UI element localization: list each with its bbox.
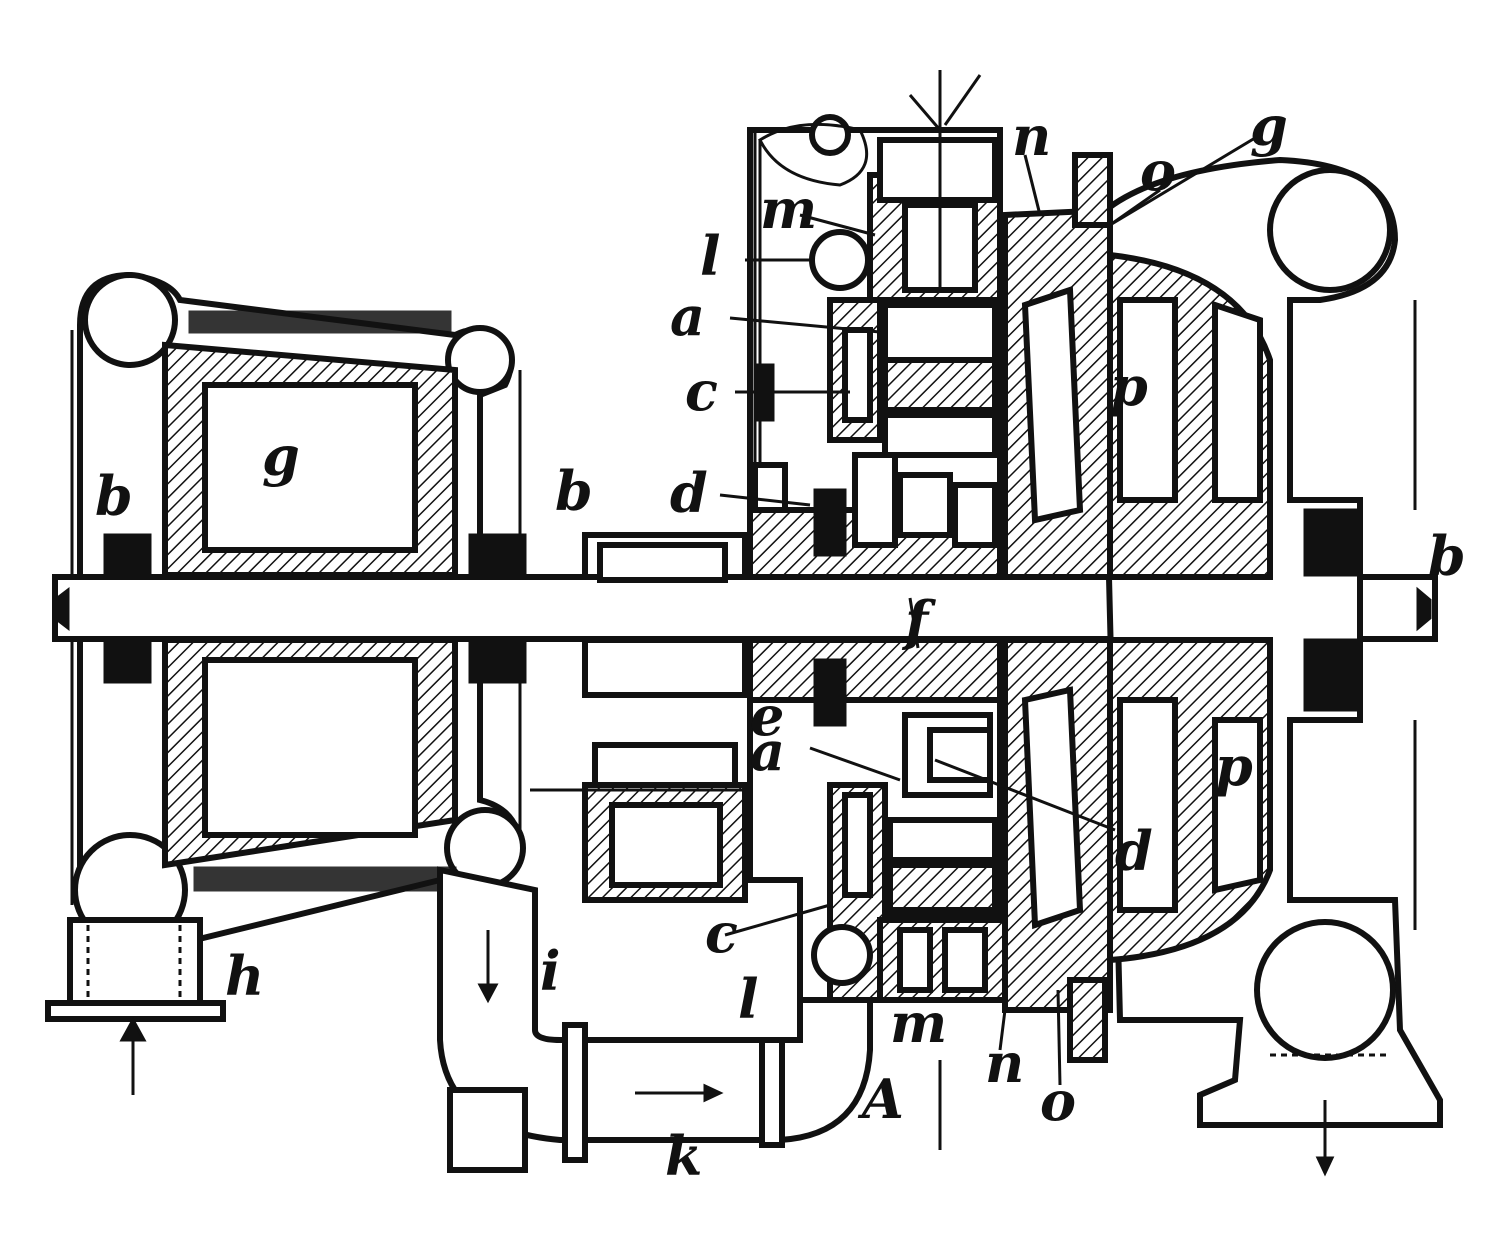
label-e: e <box>750 684 784 748</box>
upper-pistons-c <box>752 140 998 518</box>
left-blade-rows <box>188 310 457 892</box>
leader-lines <box>719 133 1261 1086</box>
shaft-coupling <box>530 532 810 903</box>
left-rotor-g <box>162 341 458 869</box>
label-g-right: g <box>1250 94 1288 158</box>
label-d-upper: d <box>670 461 708 525</box>
label-o-upper: o <box>1140 139 1176 203</box>
lower-crosshead-e <box>747 637 1003 798</box>
label-l-upper: l <box>700 224 721 288</box>
label-a-lower: a <box>750 719 785 783</box>
label-m-upper: m <box>760 177 817 241</box>
right-bearings <box>1303 508 1362 712</box>
label-n-lower: n <box>985 1031 1024 1095</box>
label-p-lower: p <box>1215 734 1253 798</box>
label-k: k <box>665 1124 702 1188</box>
label-p-upper: p <box>1110 354 1148 418</box>
exhaust-pipe-i-k <box>437 866 873 1173</box>
left-inlet-pipe-h <box>45 917 226 1095</box>
label-c-lower: c <box>705 901 738 965</box>
label-i: i <box>540 939 561 1003</box>
right-turbine-wheel-p <box>1002 152 1273 1063</box>
label-b-right: b <box>1428 524 1466 588</box>
label-a-upper: a <box>670 284 705 348</box>
lower-valve-chest <box>877 917 1013 1003</box>
part-labels: g b b b h i k l m a c d n o g p f e a d … <box>95 94 1466 1188</box>
label-l-lower: l <box>738 967 759 1031</box>
label-b-left: b <box>95 464 133 528</box>
label-m-lower: m <box>890 991 947 1055</box>
label-g-left: g <box>262 424 300 488</box>
label-b-mid: b <box>555 459 593 523</box>
label-c-upper: c <box>685 359 718 423</box>
label-n-upper: n <box>1012 104 1051 168</box>
right-outlet <box>1315 1100 1335 1177</box>
label-d-lower: d <box>1115 819 1153 883</box>
label-o-lower: o <box>1040 1069 1076 1133</box>
label-A: A <box>857 1067 904 1131</box>
label-h: h <box>225 944 264 1008</box>
upper-crosshead-d <box>747 452 1003 580</box>
